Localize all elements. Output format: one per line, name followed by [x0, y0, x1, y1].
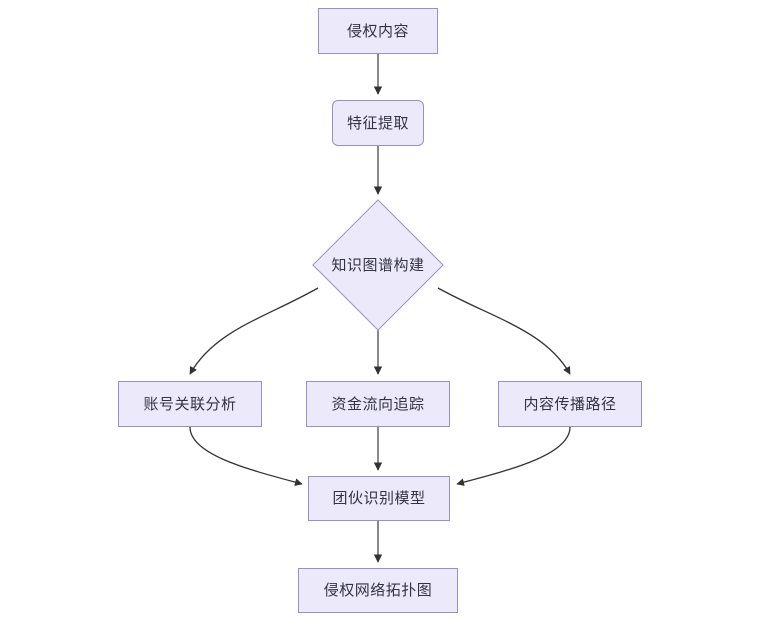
- node-label: 特征提取: [346, 114, 409, 132]
- edge-n3-n4: [189, 287, 319, 375]
- node-label: 账号关联分析: [143, 395, 237, 413]
- edge-n3-n6: [437, 287, 571, 375]
- node-label: 侵权内容: [346, 22, 409, 40]
- node-label: 资金流向追踪: [331, 395, 425, 413]
- edge-n4-n7: [189, 426, 303, 486]
- node-label: 侵权网络拓扑图: [323, 582, 433, 599]
- node-account-association-analysis[interactable]: 账号关联分析: [118, 381, 262, 427]
- node-knowledge-graph-construction[interactable]: 知识图谱构建: [307, 199, 449, 331]
- node-content-propagation-path[interactable]: 内容传播路径: [498, 381, 642, 427]
- node-infringement-network-topology[interactable]: 侵权网络拓扑图: [298, 568, 458, 613]
- node-gang-identification-model[interactable]: 团伙识别模型: [308, 476, 450, 521]
- node-feature-extraction[interactable]: 特征提取: [332, 100, 424, 146]
- node-infringing-content[interactable]: 侵权内容: [318, 8, 438, 54]
- edge-n6-n7: [456, 426, 571, 486]
- node-label: 内容传播路径: [523, 395, 617, 413]
- diamond-shape: [312, 199, 444, 331]
- node-fund-flow-tracking[interactable]: 资金流向追踪: [306, 381, 450, 427]
- node-label: 团伙识别模型: [332, 490, 426, 507]
